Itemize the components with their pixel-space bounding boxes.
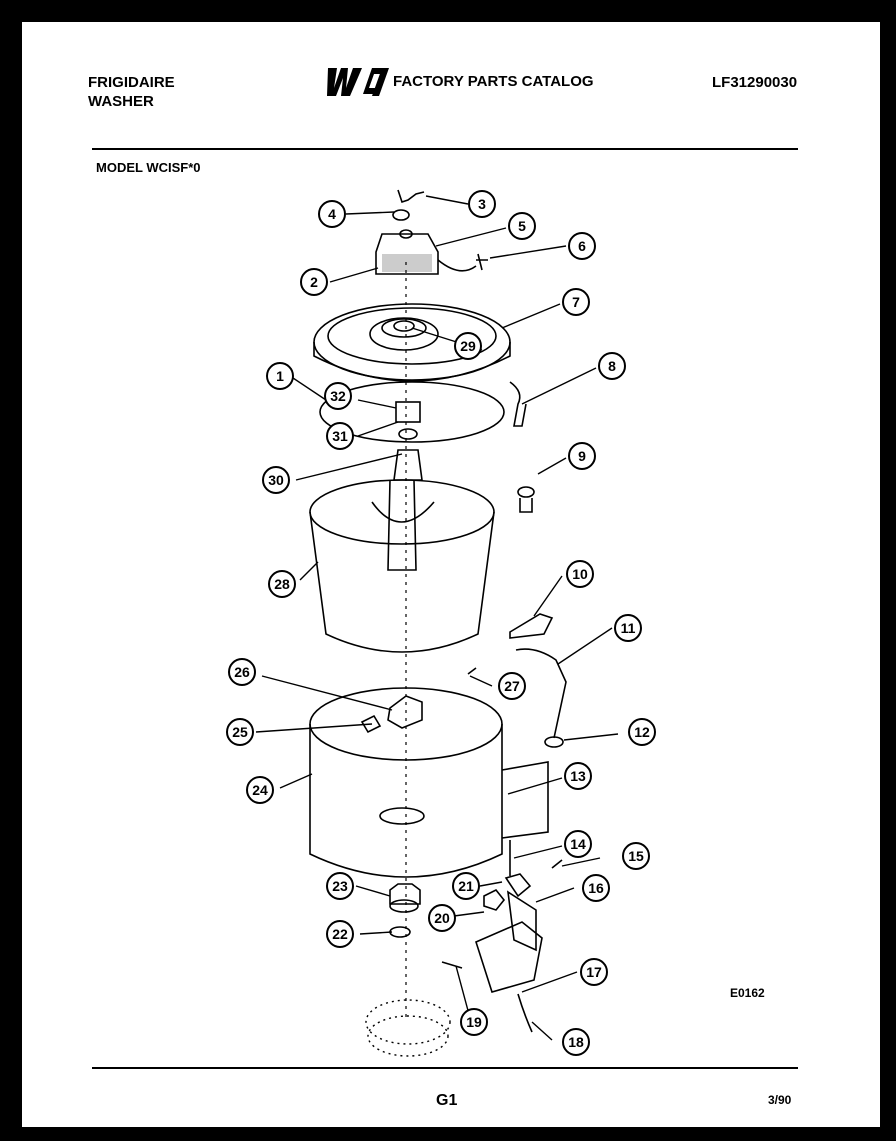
part-hub xyxy=(360,667,477,734)
callout-label: 2 xyxy=(310,274,318,290)
part-pulley-dotted xyxy=(365,999,451,1057)
callout-label: 9 xyxy=(578,448,586,464)
callout-32: 32 xyxy=(324,382,352,410)
part-pump-assembly xyxy=(441,840,563,1033)
callout-18: 18 xyxy=(562,1028,590,1056)
part-snubber-ring xyxy=(319,381,505,443)
print-date: 3/90 xyxy=(768,1093,792,1107)
catalog-sheet: FRIGIDAIRE WASHER FACTORY PARTS CATALOG … xyxy=(22,22,880,1127)
callout-label: 7 xyxy=(572,294,580,310)
callout-label: 28 xyxy=(274,576,290,592)
callout-23: 23 xyxy=(326,872,354,900)
footer-rule xyxy=(92,1067,798,1069)
callout-14: 14 xyxy=(564,830,592,858)
callout-label: 24 xyxy=(252,782,268,798)
callout-7: 7 xyxy=(562,288,590,316)
exploded-parts-diagram: 1234567891011121314151617181920212223242… xyxy=(226,189,656,1057)
callout-label: 26 xyxy=(234,664,250,680)
callout-6: 6 xyxy=(568,232,596,260)
callout-24: 24 xyxy=(246,776,274,804)
part-screw-6 xyxy=(476,253,488,271)
part-clip xyxy=(397,189,425,204)
part-drive-gear xyxy=(389,883,421,938)
callout-25: 25 xyxy=(226,718,254,746)
diagram-code: E0162 xyxy=(730,986,765,1000)
part-drive-bell xyxy=(393,401,423,481)
callout-label: 10 xyxy=(572,566,588,582)
part-tub-ring xyxy=(313,303,511,382)
callout-label: 13 xyxy=(570,768,586,784)
callout-30: 30 xyxy=(262,466,290,494)
callout-label: 12 xyxy=(634,724,650,740)
callout-9: 9 xyxy=(568,442,596,470)
callout-label: 25 xyxy=(232,724,248,740)
part-siphon-nozzle xyxy=(509,613,567,748)
callout-22: 22 xyxy=(326,920,354,948)
callout-label: 17 xyxy=(586,964,602,980)
callout-label: 31 xyxy=(332,428,348,444)
callout-2: 2 xyxy=(300,268,328,296)
part-screw-9 xyxy=(517,486,535,513)
callout-label: 4 xyxy=(328,206,336,222)
callout-15: 15 xyxy=(622,842,650,870)
part-bracket-8 xyxy=(509,381,527,427)
callout-4: 4 xyxy=(318,200,346,228)
callout-26: 26 xyxy=(228,658,256,686)
callout-label: 20 xyxy=(434,910,450,926)
catalog-part-number: LF31290030 xyxy=(712,74,798,91)
callout-label: 8 xyxy=(608,358,616,374)
callout-label: 32 xyxy=(330,388,346,404)
callout-label: 23 xyxy=(332,878,348,894)
part-nut xyxy=(392,209,410,221)
callout-12: 12 xyxy=(628,718,656,746)
callout-label: 16 xyxy=(588,880,604,896)
callout-label: 30 xyxy=(268,472,284,488)
model-label: MODEL WCISF*0 xyxy=(96,160,201,175)
callout-label: 3 xyxy=(478,196,486,212)
callout-20: 20 xyxy=(428,904,456,932)
callout-label: 18 xyxy=(568,1034,584,1050)
product-type: WASHER xyxy=(88,93,154,110)
callout-5: 5 xyxy=(508,212,536,240)
callout-label: 22 xyxy=(332,926,348,942)
callout-label: 21 xyxy=(458,878,474,894)
page-code: G1 xyxy=(436,1092,458,1109)
header-rule xyxy=(92,148,798,150)
wci-logo xyxy=(327,68,389,96)
part-agitator-cap xyxy=(375,229,477,275)
callout-17: 17 xyxy=(580,958,608,986)
callout-28: 28 xyxy=(268,570,296,598)
callout-11: 11 xyxy=(614,614,642,642)
callout-16: 16 xyxy=(582,874,610,902)
callout-1: 1 xyxy=(266,362,294,390)
callout-label: 14 xyxy=(570,836,586,852)
callout-label: 15 xyxy=(628,848,644,864)
part-hose-band xyxy=(501,761,549,839)
leader-lines xyxy=(255,195,619,1041)
brand-name: FRIGIDAIRE xyxy=(88,74,175,91)
callout-label: 11 xyxy=(621,620,636,636)
callout-21: 21 xyxy=(452,872,480,900)
callout-label: 5 xyxy=(518,218,526,234)
callout-label: 1 xyxy=(276,368,284,384)
catalog-title: FACTORY PARTS CATALOG xyxy=(393,73,594,90)
callout-label: 27 xyxy=(504,678,520,694)
callout-3: 3 xyxy=(468,190,496,218)
callout-10: 10 xyxy=(566,560,594,588)
callout-label: 29 xyxy=(460,338,476,354)
callout-27: 27 xyxy=(498,672,526,700)
callout-group: 1234567891011121314151617181920212223242… xyxy=(226,190,656,1056)
callout-29: 29 xyxy=(454,332,482,360)
callout-19: 19 xyxy=(460,1008,488,1036)
callout-13: 13 xyxy=(564,762,592,790)
callout-label: 6 xyxy=(578,238,586,254)
callout-8: 8 xyxy=(598,352,626,380)
callout-31: 31 xyxy=(326,422,354,450)
part-spin-basket xyxy=(309,479,495,653)
callout-label: 19 xyxy=(466,1014,482,1030)
